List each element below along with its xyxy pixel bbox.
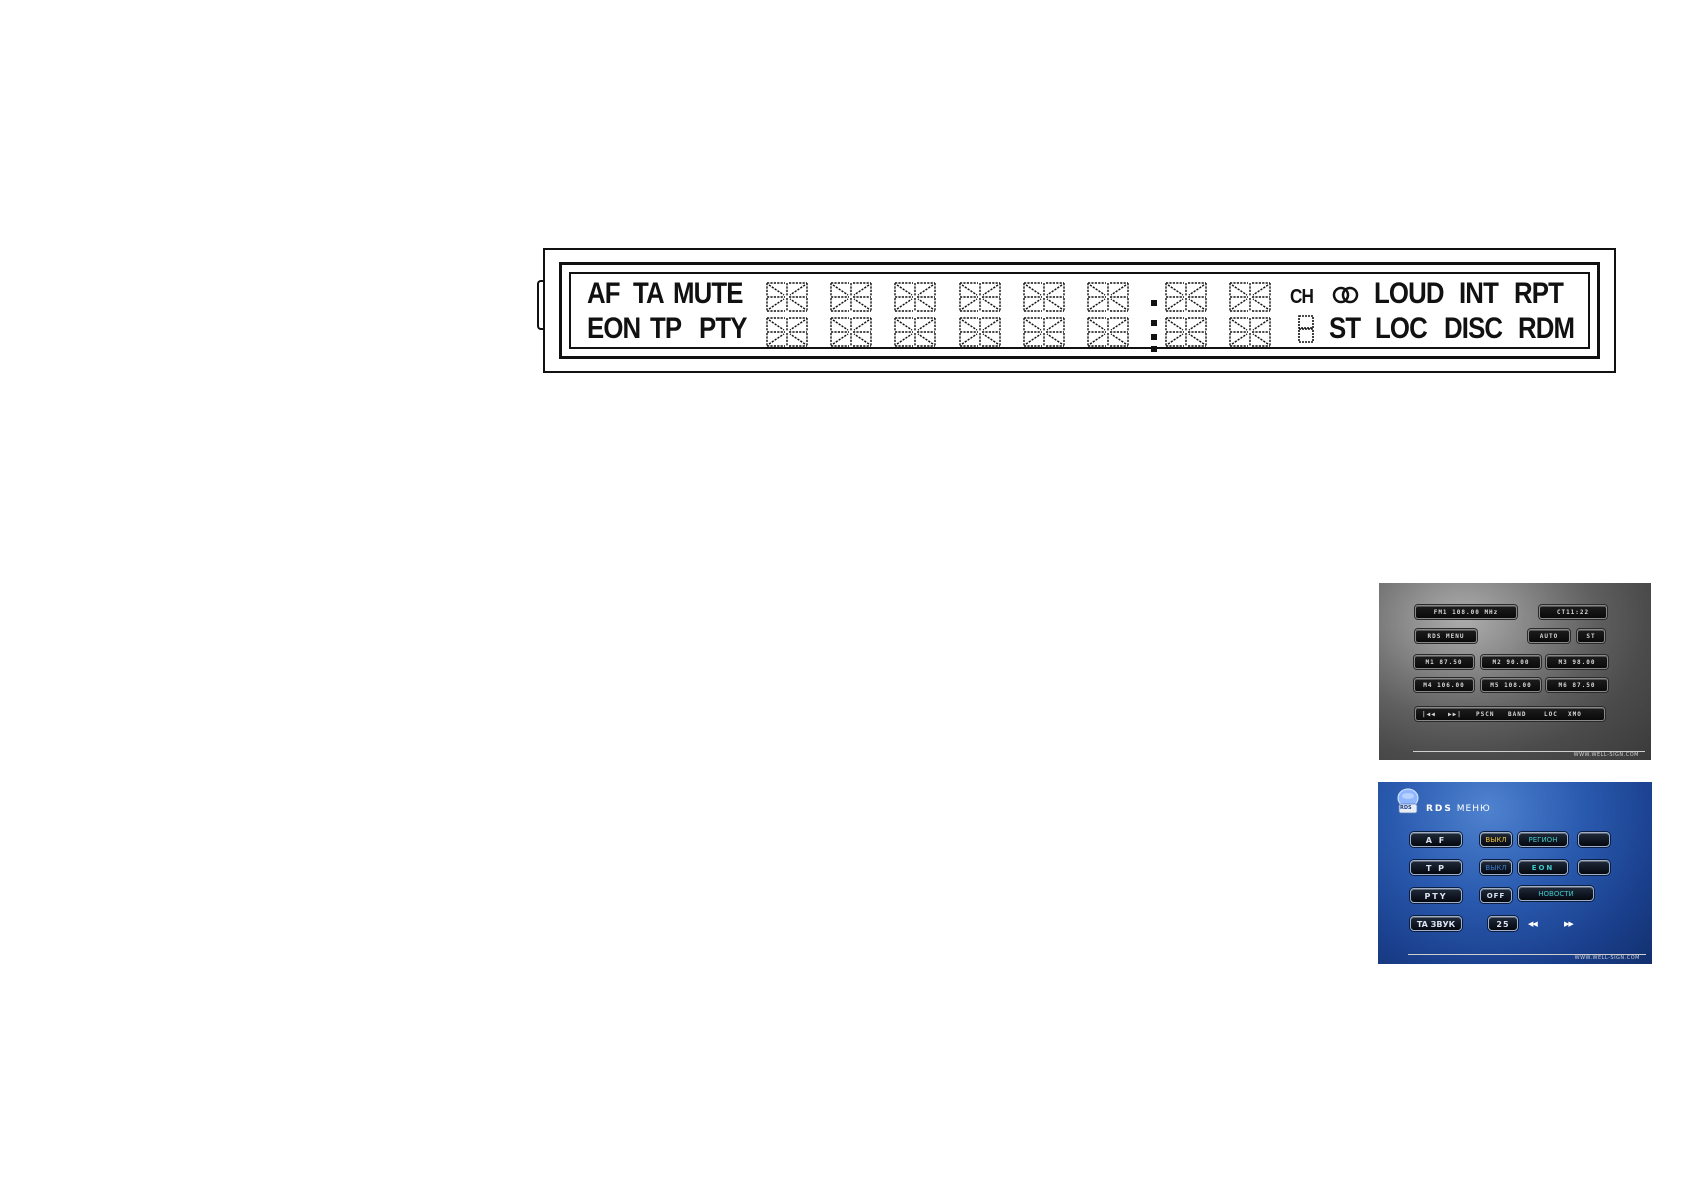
segment-digit-2-row-1 bbox=[830, 282, 872, 312]
rds-logo-text: RDS bbox=[1400, 805, 1412, 811]
pty-state-button[interactable]: OFF bbox=[1480, 888, 1512, 903]
loc-button[interactable]: LOC bbox=[1544, 711, 1558, 718]
preset-button-4[interactable]: M4 106.00 bbox=[1414, 678, 1474, 692]
pscn-button[interactable]: PSCN bbox=[1476, 711, 1495, 718]
region-button[interactable]: РЕГИОН bbox=[1518, 832, 1568, 847]
segment-digit-1-row-2 bbox=[766, 317, 808, 347]
segment-digit-8-row-2 bbox=[1229, 317, 1271, 347]
indicator-ta: TA bbox=[633, 277, 665, 310]
segment-digit-8-row-1 bbox=[1229, 282, 1271, 312]
tp-button[interactable]: T P bbox=[1410, 860, 1462, 875]
indicator-loud: LOUD bbox=[1374, 277, 1445, 310]
tp-state-button[interactable]: ВЫКЛ bbox=[1480, 860, 1512, 875]
colon-dot-bottom-row1 bbox=[1151, 320, 1157, 326]
indicator-mute: MUTE bbox=[673, 277, 744, 310]
lcd-display-diagram: AF TA MUTE EON TP PTY CH LOUD INT RPT ST… bbox=[543, 248, 1616, 373]
pty-button[interactable]: PTY bbox=[1410, 888, 1462, 903]
preset-button-2[interactable]: M2 90.00 bbox=[1481, 655, 1541, 669]
indicator-st: ST bbox=[1329, 312, 1361, 345]
eon-button[interactable]: EON bbox=[1518, 860, 1568, 875]
af-button[interactable]: A F bbox=[1410, 832, 1462, 847]
indicator-disc: DISC bbox=[1444, 312, 1503, 345]
preset-button-6[interactable]: M6 87.50 bbox=[1546, 678, 1608, 692]
indicator-pty: PTY bbox=[699, 312, 747, 345]
rds-logo-icon bbox=[1397, 788, 1419, 814]
rds-menu-thumbnail: RDS RDS МЕНЮ A F T P PTY TA ЗВУК ВЫКЛ РЕ… bbox=[1378, 782, 1652, 964]
segment-digit-5-row-2 bbox=[1023, 317, 1065, 347]
rds-menu-button[interactable]: RDS MENU bbox=[1415, 629, 1477, 643]
stereo-rings-icon bbox=[1332, 286, 1359, 304]
channel-digit-icon bbox=[1298, 315, 1314, 343]
indicator-loc: LOC bbox=[1375, 312, 1428, 345]
segment-digit-7-row-1 bbox=[1165, 282, 1207, 312]
preset-button-1[interactable]: M1 87.50 bbox=[1414, 655, 1474, 669]
xmo-button[interactable]: XMO bbox=[1568, 711, 1582, 718]
eon-state-button[interactable] bbox=[1578, 860, 1610, 875]
indicator-ch: CH bbox=[1290, 286, 1314, 308]
band-button[interactable]: BAND bbox=[1508, 711, 1527, 718]
stereo-button[interactable]: ST bbox=[1577, 629, 1605, 643]
indicator-tp: TP bbox=[650, 312, 682, 345]
segment-digit-3-row-2 bbox=[894, 317, 936, 347]
segment-digit-3-row-1 bbox=[894, 282, 936, 312]
rds-menu-title-bold: RDS bbox=[1426, 804, 1453, 814]
watermark: WWW.WELL-SIGN.COM bbox=[1574, 955, 1640, 961]
clock-display: CT11:22 bbox=[1539, 605, 1607, 619]
indicator-int: INT bbox=[1459, 277, 1499, 310]
watermark: WWW.WELL-SIGN.COM bbox=[1573, 752, 1639, 758]
colon-dot-top-row2 bbox=[1151, 334, 1157, 340]
indicator-rpt: RPT bbox=[1514, 277, 1564, 310]
segment-digit-4-row-2 bbox=[959, 317, 1001, 347]
next-arrow-icon[interactable]: ▶▶ bbox=[1564, 920, 1574, 928]
seek-back-button[interactable]: |◀◀ bbox=[1422, 711, 1436, 718]
lcd-outer-frame bbox=[559, 262, 1600, 359]
rds-menu-title-rest: МЕНЮ bbox=[1456, 804, 1491, 814]
region-state-button[interactable] bbox=[1578, 832, 1610, 847]
segment-digit-1-row-1 bbox=[766, 282, 808, 312]
prev-arrow-icon[interactable]: ◀◀ bbox=[1528, 920, 1538, 928]
segment-digit-6-row-1 bbox=[1087, 282, 1129, 312]
colon-dot-bottom-row2 bbox=[1151, 346, 1157, 352]
segment-digit-5-row-1 bbox=[1023, 282, 1065, 312]
rds-menu-title: RDS МЕНЮ bbox=[1426, 804, 1491, 814]
lcd-inner-frame bbox=[569, 272, 1590, 349]
segment-digit-2-row-2 bbox=[830, 317, 872, 347]
segment-digit-7-row-2 bbox=[1165, 317, 1207, 347]
preset-button-3[interactable]: M3 98.00 bbox=[1546, 655, 1608, 669]
preset-button-5[interactable]: M5 108.00 bbox=[1481, 678, 1541, 692]
ta-sound-button[interactable]: TA ЗВУК bbox=[1410, 916, 1462, 931]
segment-digit-6-row-2 bbox=[1087, 317, 1129, 347]
watermark-rule bbox=[1408, 954, 1646, 955]
seek-forward-button[interactable]: ▶▶| bbox=[1448, 711, 1462, 718]
radio-control-bar: |◀◀ ▶▶| PSCN BAND LOC XMO bbox=[1415, 707, 1605, 721]
colon-dot-top-row1 bbox=[1151, 300, 1157, 306]
segment-digit-4-row-1 bbox=[959, 282, 1001, 312]
lcd-side-tab bbox=[537, 280, 545, 330]
watermark-rule bbox=[1413, 751, 1645, 752]
radio-screen-thumbnail: FM1 108.00 MHz CT11:22 RDS MENU AUTO ST … bbox=[1379, 583, 1651, 760]
news-button[interactable]: НОВОСТИ bbox=[1518, 886, 1594, 901]
af-state-button[interactable]: ВЫКЛ bbox=[1480, 832, 1512, 847]
volume-display: 25 bbox=[1488, 916, 1518, 931]
indicator-af: AF bbox=[587, 277, 621, 310]
indicator-eon: EON bbox=[587, 312, 641, 345]
frequency-display: FM1 108.00 MHz bbox=[1415, 605, 1517, 619]
indicator-rdm: RDM bbox=[1518, 312, 1575, 345]
auto-button[interactable]: AUTO bbox=[1528, 629, 1570, 643]
